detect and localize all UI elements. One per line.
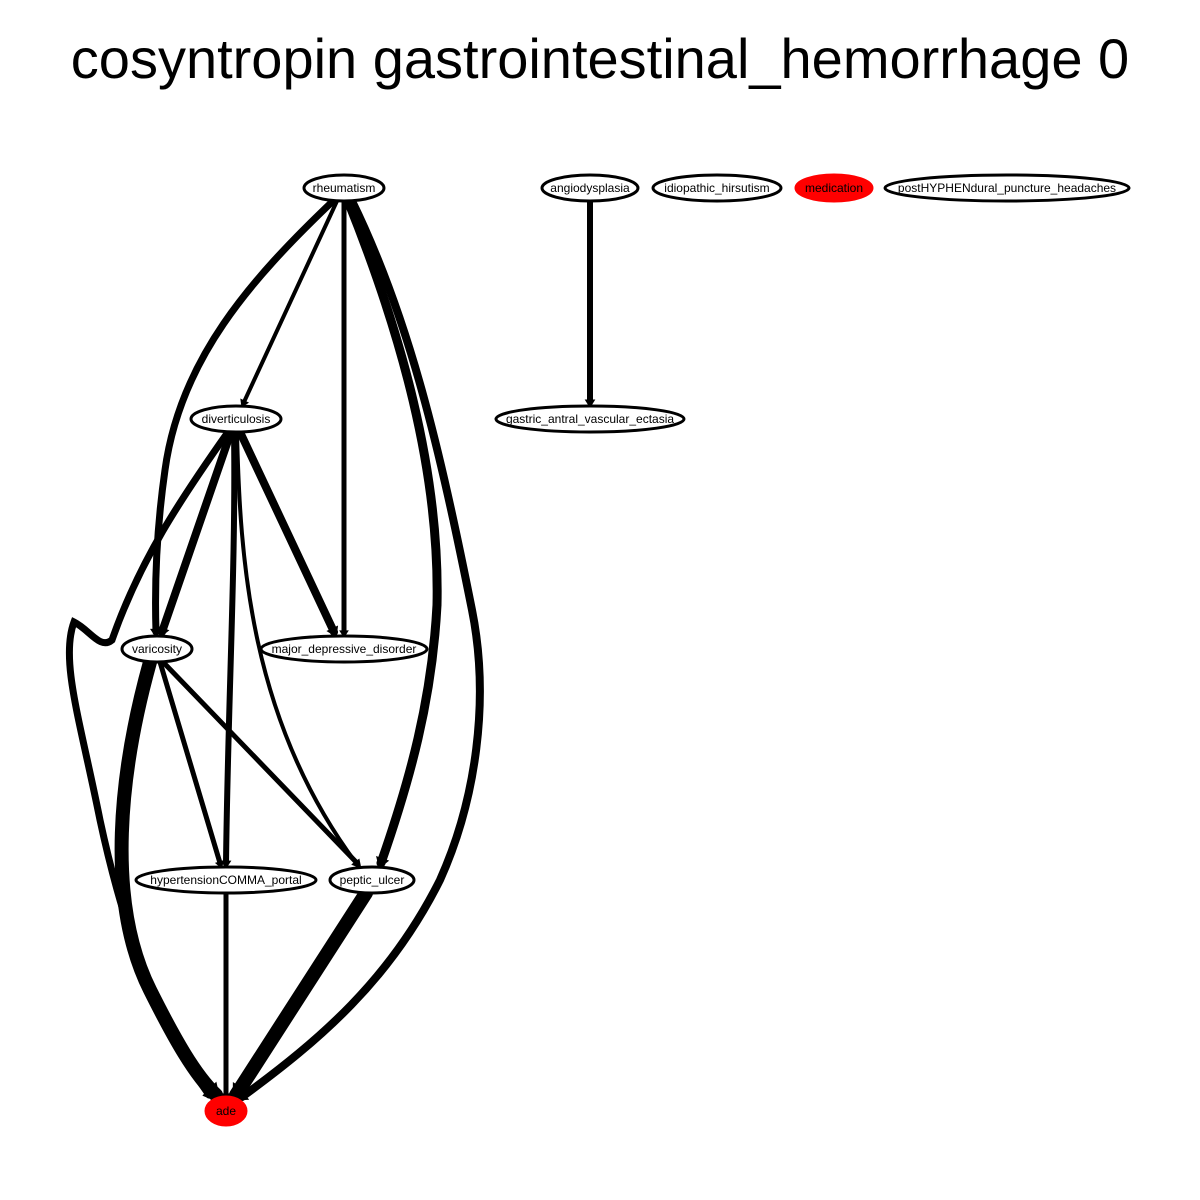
node-label: postHYPHENdural_puncture_headaches (898, 181, 1116, 195)
node-diverticulosis: diverticulosis (189, 404, 283, 434)
node-medication: medication (794, 173, 874, 203)
node-peptic_ulcer: peptic_ulcer (328, 865, 416, 895)
edge-line (157, 659, 223, 866)
edge-rheumatism-to-peptic_ulcer (343, 196, 442, 869)
node-ellipse (328, 865, 416, 895)
edge-arrowhead (376, 856, 390, 869)
edge-arrowhead (232, 1082, 250, 1101)
node-gave: gastric_antral_vascular_ectasia (494, 404, 686, 434)
node-ade: ade (204, 1095, 248, 1127)
edge-angiodysplasia-to-gave (584, 198, 596, 408)
edge-htn_portal-to-ade (221, 890, 231, 1101)
node-label: varicosity (132, 642, 182, 656)
node-ellipse (259, 634, 429, 664)
node-ellipse (494, 404, 686, 434)
node-label: idiopathic_hirsutism (664, 181, 769, 195)
node-post_dural: postHYPHENdural_puncture_headaches (883, 173, 1131, 203)
node-label: hypertensionCOMMA_portal (150, 873, 301, 887)
edge-peptic_ulcer-to-ade (229, 886, 373, 1102)
node-ellipse (120, 634, 194, 664)
node-label: angiodysplasia (550, 181, 630, 195)
edge-arrowhead (352, 858, 362, 868)
edge-line (152, 197, 337, 636)
edge-arrowhead (584, 399, 596, 408)
edge-line (114, 655, 223, 1102)
edge-arrowhead (339, 630, 349, 638)
edge-varicosity-to-peptic_ulcer (160, 659, 362, 868)
edge-line (236, 428, 338, 636)
edge-rheumatism-to-mdd (339, 198, 349, 638)
node-ellipse (189, 404, 283, 434)
edge-diverticulosis-to-mdd (236, 428, 339, 638)
edge-line (158, 428, 235, 636)
graph-title: cosyntropin gastrointestinal_hemorrhage … (70, 27, 1130, 90)
edge-varicosity-to-ade (114, 655, 223, 1102)
node-rheumatism: rheumatism (302, 173, 386, 203)
nodes-layer: rheumatism angiodysplasia idiopathic_hirsu… (120, 173, 1131, 1127)
node-ellipse (204, 1095, 248, 1127)
edge-arrowhead (326, 625, 339, 638)
edge-line (235, 430, 358, 865)
node-ellipse (794, 173, 874, 203)
node-label: major_depressive_disorder (272, 642, 417, 656)
edge-rheumatism-to-diverticulosis (240, 199, 339, 408)
edge-line (242, 199, 339, 404)
node-ellipse (651, 173, 783, 203)
edge-line (343, 196, 442, 868)
node-label: gastric_antral_vascular_ectasia (506, 412, 674, 426)
node-ellipse (883, 173, 1131, 203)
node-angiodysplasia: angiodysplasia (540, 173, 640, 203)
node-ellipse (134, 865, 318, 895)
edge-line (223, 429, 238, 866)
node-htn_portal: hypertensionCOMMA_portal (134, 865, 318, 895)
node-varicosity: varicosity (120, 634, 194, 664)
node-label: ade (216, 1104, 236, 1118)
node-mdd: major_depressive_disorder (259, 634, 429, 664)
node-idiopathic_hirsutism: idiopathic_hirsutism (651, 173, 783, 203)
edge-arrowhead (202, 1081, 221, 1100)
node-label: medication (805, 181, 863, 195)
node-label: rheumatism (313, 181, 376, 195)
edge-line (238, 197, 484, 1101)
node-ellipse (302, 173, 386, 203)
edge-diverticulosis-to-htn_portal (220, 429, 238, 869)
edge-line (160, 659, 360, 866)
edge-line (229, 886, 373, 1102)
node-label: peptic_ulcer (340, 873, 405, 887)
node-ellipse (540, 173, 640, 203)
edges-layer (65, 196, 596, 1102)
node-label: diverticulosis (202, 412, 271, 426)
